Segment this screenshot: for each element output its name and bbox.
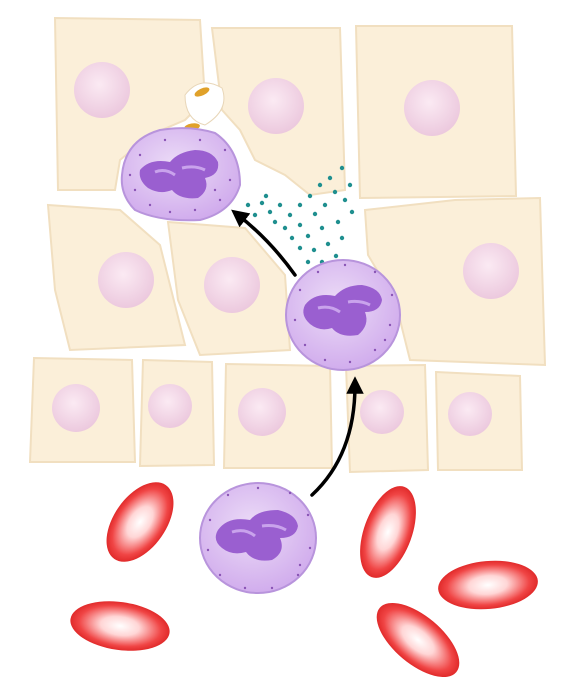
chemokine-dot: [327, 175, 333, 181]
chemokine-dot: [245, 202, 251, 208]
tissue-cell-nucleus: [404, 80, 460, 136]
tissue-cell-nucleus: [52, 384, 100, 432]
tissue-cell-nucleus: [238, 388, 286, 436]
tissue-cell-nucleus: [360, 390, 404, 434]
red-blood-cell: [70, 601, 170, 651]
tissue-cell-nucleus: [98, 252, 154, 308]
tissue-cell-nucleus: [448, 392, 492, 436]
tissue-cell: [434, 370, 524, 471]
chemokine-dot: [325, 241, 331, 247]
red-blood-cell: [438, 560, 538, 610]
chemokine-dot: [305, 233, 311, 239]
tissue-cell-layer: [28, 16, 547, 474]
neutrophil-migrating: [285, 259, 401, 371]
tissue-cell: [46, 203, 187, 352]
chemokine-dot: [335, 219, 341, 225]
chemokine-dot: [347, 182, 353, 188]
chemokine-dot: [332, 189, 338, 195]
chemokine-dot: [319, 225, 325, 231]
tissue-cell: [53, 16, 207, 191]
tissue-cell: [222, 362, 334, 469]
chemokine-dot: [267, 209, 273, 215]
neutrophil-nucleus: [139, 150, 219, 199]
tissue-cell-nucleus: [204, 257, 260, 313]
chemokine-dot: [312, 211, 318, 217]
tissue-cell: [344, 363, 430, 474]
chemokine-dots: [245, 165, 355, 275]
chemokine-dot: [311, 247, 317, 253]
neutrophil-circulating: [199, 482, 317, 594]
chemokine-dot: [272, 219, 278, 225]
chemokine-dot: [307, 193, 313, 199]
red-blood-cells: [70, 482, 538, 678]
chemokine-dot: [322, 202, 328, 208]
neutrophil-nucleus: [303, 285, 382, 336]
neutrophil-phagocytosing: [120, 127, 242, 222]
chemokine-dot: [305, 259, 311, 265]
tissue-cell: [166, 220, 292, 357]
chemokine-dot: [297, 245, 303, 251]
chemokine-dot: [252, 212, 258, 218]
chemokine-dot: [333, 253, 339, 259]
bacteria-icon: [194, 87, 210, 97]
tissue-cell: [363, 196, 547, 367]
chemokine-dot: [263, 193, 269, 199]
granules: [128, 138, 394, 590]
chemokine-dot: [339, 165, 345, 171]
red-blood-cell: [376, 602, 460, 678]
migration-arrow: [231, 209, 297, 277]
red-blood-cell: [360, 486, 416, 578]
tissue-cell: [28, 356, 137, 463]
chemokine-dot: [297, 222, 303, 228]
chemokine-dot: [297, 202, 303, 208]
neutrophil-nucleus: [215, 510, 298, 561]
chemokine-dot: [342, 197, 348, 203]
migration-arrows: [231, 209, 364, 497]
chemokine-dot: [287, 212, 293, 218]
tissue-cell: [210, 27, 347, 197]
chemokine-dot: [282, 225, 288, 231]
red-blood-cell: [106, 482, 174, 562]
tissue-cell-nucleus: [463, 243, 519, 299]
chemokine-dot: [349, 209, 355, 215]
tissue-cell: [354, 25, 518, 200]
chemokine-dot: [317, 182, 323, 188]
migration-arrow: [310, 376, 364, 497]
chemokine-dot: [277, 202, 283, 208]
tissue-cell-nucleus: [248, 78, 304, 134]
chemokine-dot: [259, 200, 265, 206]
chemokine-dot: [289, 235, 295, 241]
tissue-cell-nucleus: [74, 62, 130, 118]
chemokine-dot: [339, 235, 345, 241]
tissue-cell-nucleus: [148, 384, 192, 428]
tissue-cell: [138, 358, 216, 468]
